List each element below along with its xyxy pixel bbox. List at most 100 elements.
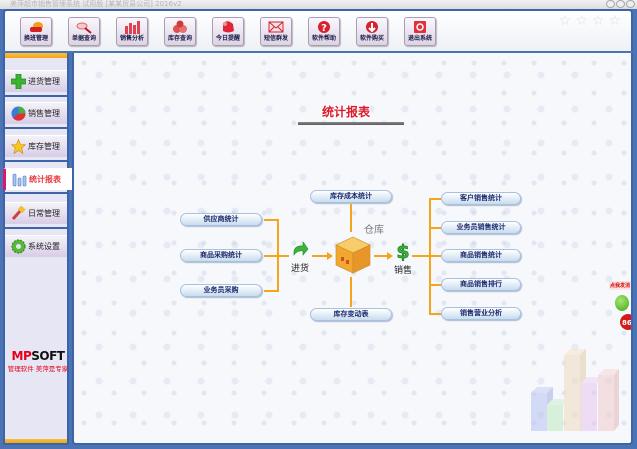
maximize-button[interactable]	[616, 0, 625, 8]
dollar-icon: $	[395, 241, 411, 264]
window-titlebar: 美萍超市销售管理系统 试用版 [某某贸易公司] 2016v2	[0, 0, 637, 9]
connector-line	[429, 198, 441, 200]
mascot-badge: 86	[619, 313, 631, 331]
svg-text:?: ?	[321, 23, 327, 34]
toolbar-button-today-reminder[interactable]: 今日提醒	[212, 17, 244, 46]
decorative-bar-chart-icon	[529, 343, 619, 433]
main-panel: 统计报表 供应商统计 商品采购统计 业务员采购 进货 库存成本统计 仓库 库存变…	[72, 53, 633, 445]
mascot-bubble: 点我发消	[609, 281, 631, 290]
report-sales-business-analysis[interactable]: 销售营业分析	[441, 307, 521, 320]
toolbar-button-document-query[interactable]: 单据查询	[68, 17, 100, 46]
report-salesman-purchase[interactable]: 业务员采购	[180, 284, 262, 297]
toolbar-button-label: 短信群发	[263, 35, 288, 42]
magnifier-icon	[76, 20, 92, 34]
report-goods-purchase-stats[interactable]: 商品采购统计	[180, 249, 262, 262]
pie-icon	[11, 106, 26, 121]
sidebar-item-label: 进货管理	[28, 77, 60, 86]
report-customer-sales-stats[interactable]: 客户销售统计	[441, 192, 521, 205]
sidebar: 进货管理 销售管理 库存管理 统计报表 日常管理 系统设置 MPSO	[3, 53, 73, 445]
toolbar-button-label: 库存查询	[167, 35, 192, 42]
gear-icon	[11, 239, 26, 254]
mascot-icon	[615, 295, 629, 311]
sidebar-divider	[5, 192, 67, 194]
mascot-widget[interactable]: 点我发消 86	[607, 281, 631, 341]
toolbar-button-label: 退出系统	[407, 35, 432, 42]
sidebar-divider	[5, 160, 67, 162]
toolbar-button-label: 软件帮助	[311, 35, 336, 42]
report-goods-sales-ranking[interactable]: 商品销售排行	[441, 278, 521, 291]
toolbar-button-sales-analysis[interactable]: 销售分析	[116, 17, 148, 46]
report-inventory-change[interactable]: 库存变动表	[310, 308, 392, 321]
sidebar-item-reports[interactable]: 统计报表	[3, 168, 73, 190]
exit-icon	[412, 20, 428, 34]
toolbar-button-exit[interactable]: 退出系统	[404, 17, 436, 46]
envelope-icon	[268, 20, 284, 34]
sidebar-top-bar	[5, 53, 67, 58]
arrow-icon	[387, 252, 393, 260]
logo-mp: MP	[11, 349, 32, 363]
sidebar-bottom-bar	[5, 439, 67, 443]
report-inventory-cost-stats[interactable]: 库存成本统计	[310, 190, 392, 203]
report-supplier-stats[interactable]: 供应商统计	[180, 213, 262, 226]
tools-icon	[11, 206, 26, 221]
sidebar-item-purchase[interactable]: 进货管理	[5, 70, 67, 92]
connector-line	[429, 227, 441, 229]
sidebar-divider	[5, 227, 67, 229]
brand-logo: MPSOFT 管理软件 美萍是专家	[5, 349, 71, 373]
toolbar-button-label: 销售分析	[119, 35, 144, 42]
sales-label: 销售	[394, 266, 413, 276]
logo-soft: SOFT	[31, 349, 65, 363]
report-goods-sales-stats[interactable]: 商品销售统计	[441, 249, 521, 262]
connector-line	[312, 255, 328, 257]
toolbar-button-label: 换班管理	[23, 35, 48, 42]
toolbar-button-help[interactable]: ? 软件帮助	[308, 17, 340, 46]
star-decoration-icon: ☆☆☆☆	[558, 13, 625, 29]
toolbar-button-purchase[interactable]: 软件购买	[356, 17, 388, 46]
connector-line	[412, 255, 430, 257]
sidebar-item-label: 销售管理	[28, 109, 60, 118]
page-title: 统计报表	[322, 105, 371, 119]
purchase-arrow-icon	[291, 241, 309, 259]
toolbar-button-shift[interactable]: 换班管理	[20, 17, 52, 46]
toolbar-button-label: 单据查询	[71, 35, 96, 42]
purchase-label: 进货	[291, 264, 310, 274]
warehouse-box-icon	[334, 235, 372, 275]
sidebar-item-settings[interactable]: 系统设置	[5, 235, 67, 257]
toolbar-button-sms[interactable]: 短信群发	[260, 17, 292, 46]
help-icon: ?	[316, 20, 332, 34]
window-controls	[606, 0, 635, 8]
connector-line	[350, 277, 352, 307]
sidebar-item-sales[interactable]: 销售管理	[5, 102, 67, 124]
sidebar-item-daily[interactable]: 日常管理	[5, 202, 67, 224]
connector-line	[429, 255, 441, 257]
minimize-button[interactable]	[606, 0, 615, 8]
connector-line	[264, 290, 278, 292]
toolbar-button-label: 软件购买	[359, 35, 384, 42]
sidebar-divider	[5, 95, 67, 97]
shift-icon	[28, 20, 44, 34]
sidebar-divider	[5, 127, 67, 129]
connector-line	[374, 255, 388, 257]
connector-line	[264, 255, 278, 257]
warehouse-label: 仓库	[364, 225, 384, 236]
connector-line	[429, 284, 441, 286]
sidebar-item-label: 库存管理	[28, 142, 60, 151]
svg-text:$: $	[396, 241, 409, 261]
star-icon	[11, 139, 26, 154]
report-salesman-sales-stats[interactable]: 业务员销售统计	[441, 221, 521, 234]
sidebar-item-label: 系统设置	[28, 242, 60, 251]
bars-icon	[12, 172, 27, 187]
stock-icon	[172, 20, 188, 34]
sidebar-item-label: 日常管理	[28, 209, 60, 218]
title-underline	[298, 122, 404, 125]
close-button[interactable]	[626, 0, 635, 8]
toolbar: ☆☆☆☆ 换班管理 单据查询 销售分析 库存查询 今日提醒 短信群发	[3, 9, 633, 51]
bar-chart-icon	[124, 20, 140, 34]
toolbar-button-stock-query[interactable]: 库存查询	[164, 17, 196, 46]
reminder-icon	[220, 20, 236, 34]
arrow-icon	[327, 252, 333, 260]
sidebar-item-inventory[interactable]: 库存管理	[5, 135, 67, 157]
plus-icon	[11, 74, 26, 89]
window-title: 美萍超市销售管理系统 试用版 [某某贸易公司] 2016v2	[10, 0, 182, 8]
connector-line	[264, 219, 278, 221]
